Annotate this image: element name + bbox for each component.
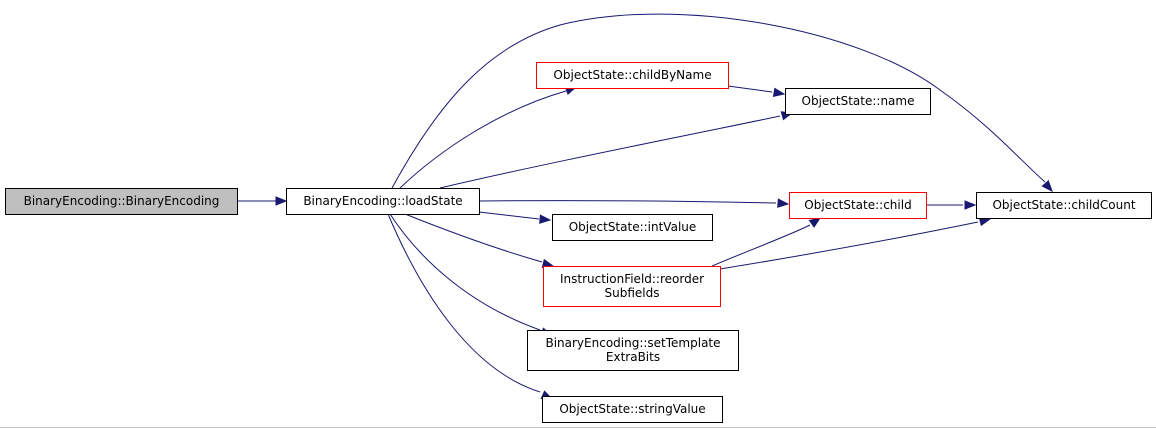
edge-binary-encoding-ctor-to-load-state xyxy=(237,196,288,206)
edge-load-state-to-int-value xyxy=(478,211,552,224)
node-box[interactable] xyxy=(543,266,721,307)
edge-load-state-to-string-value xyxy=(387,213,554,400)
edge-load-state-to-child xyxy=(478,198,790,208)
edge-line xyxy=(389,213,541,331)
edge-line xyxy=(387,213,541,393)
node-box[interactable] xyxy=(542,396,723,423)
node-label: BinaryEncoding::loadState xyxy=(303,194,462,208)
edge-line xyxy=(711,224,811,267)
node-box[interactable] xyxy=(785,88,931,115)
node-label: ObjectState::intValue xyxy=(569,220,697,234)
node-label: ObjectState::childByName xyxy=(553,68,711,82)
edge-child-by-name-to-name xyxy=(727,85,786,97)
node-label: BinaryEncoding::BinaryEncoding xyxy=(24,194,220,208)
edge-reorder-subfields-to-child-count xyxy=(719,216,992,270)
edge-line xyxy=(478,211,540,220)
node-box[interactable] xyxy=(286,188,480,215)
edge-line xyxy=(391,13,1046,189)
node-label: BinaryEncoding::setTemplate xyxy=(545,336,720,350)
node-box[interactable] xyxy=(5,188,238,215)
node-string-value[interactable]: ObjectState::stringValue xyxy=(542,396,723,423)
node-label: ObjectState::childCount xyxy=(992,198,1135,212)
edge-line xyxy=(439,115,781,189)
edge-load-state-to-child-count xyxy=(391,13,1053,193)
node-int-value[interactable]: ObjectState::intValue xyxy=(552,214,713,241)
node-label: ObjectState::child xyxy=(804,198,911,212)
edge-line xyxy=(404,213,543,263)
node-box[interactable] xyxy=(789,192,927,219)
edge-arrowhead xyxy=(964,200,977,210)
node-load-state[interactable]: BinaryEncoding::loadState xyxy=(286,188,480,215)
edge-arrowhead xyxy=(1041,180,1053,193)
edge-line xyxy=(719,221,979,270)
node-box[interactable] xyxy=(536,62,729,89)
node-label: Subfields xyxy=(605,286,660,300)
node-name[interactable]: ObjectState::name xyxy=(785,88,931,115)
edge-load-state-to-set-template-extra-bits xyxy=(389,213,553,337)
edge-arrowhead xyxy=(539,214,552,224)
node-box[interactable] xyxy=(527,330,739,371)
node-label: ExtraBits xyxy=(606,350,660,364)
edge-arrowhead xyxy=(772,87,786,97)
node-box[interactable] xyxy=(552,214,713,241)
edge-child-to-child-count xyxy=(926,200,977,210)
node-label: ObjectState::stringValue xyxy=(559,402,705,416)
edge-arrowhead xyxy=(777,198,790,208)
edge-load-state-to-name xyxy=(439,111,794,189)
edge-line xyxy=(399,90,567,189)
node-label: ObjectState::name xyxy=(802,94,915,108)
bottom-divider xyxy=(0,427,1156,428)
edge-load-state-to-child-by-name xyxy=(399,86,578,189)
edge-load-state-to-reorder-subfields xyxy=(404,213,555,269)
edge-line xyxy=(478,200,777,204)
edge-arrowhead xyxy=(808,217,822,228)
node-box[interactable] xyxy=(976,192,1152,219)
edge-line xyxy=(727,85,773,93)
node-child-count[interactable]: ObjectState::childCount xyxy=(976,192,1152,219)
edge-reorder-subfields-to-child xyxy=(711,217,822,267)
node-child[interactable]: ObjectState::child xyxy=(789,192,927,219)
node-label: InstructionField::reorder xyxy=(560,272,704,286)
edge-arrowhead xyxy=(275,196,288,206)
node-child-by-name[interactable]: ObjectState::childByName xyxy=(536,62,729,89)
node-binary-encoding-ctor[interactable]: BinaryEncoding::BinaryEncoding xyxy=(5,188,238,215)
